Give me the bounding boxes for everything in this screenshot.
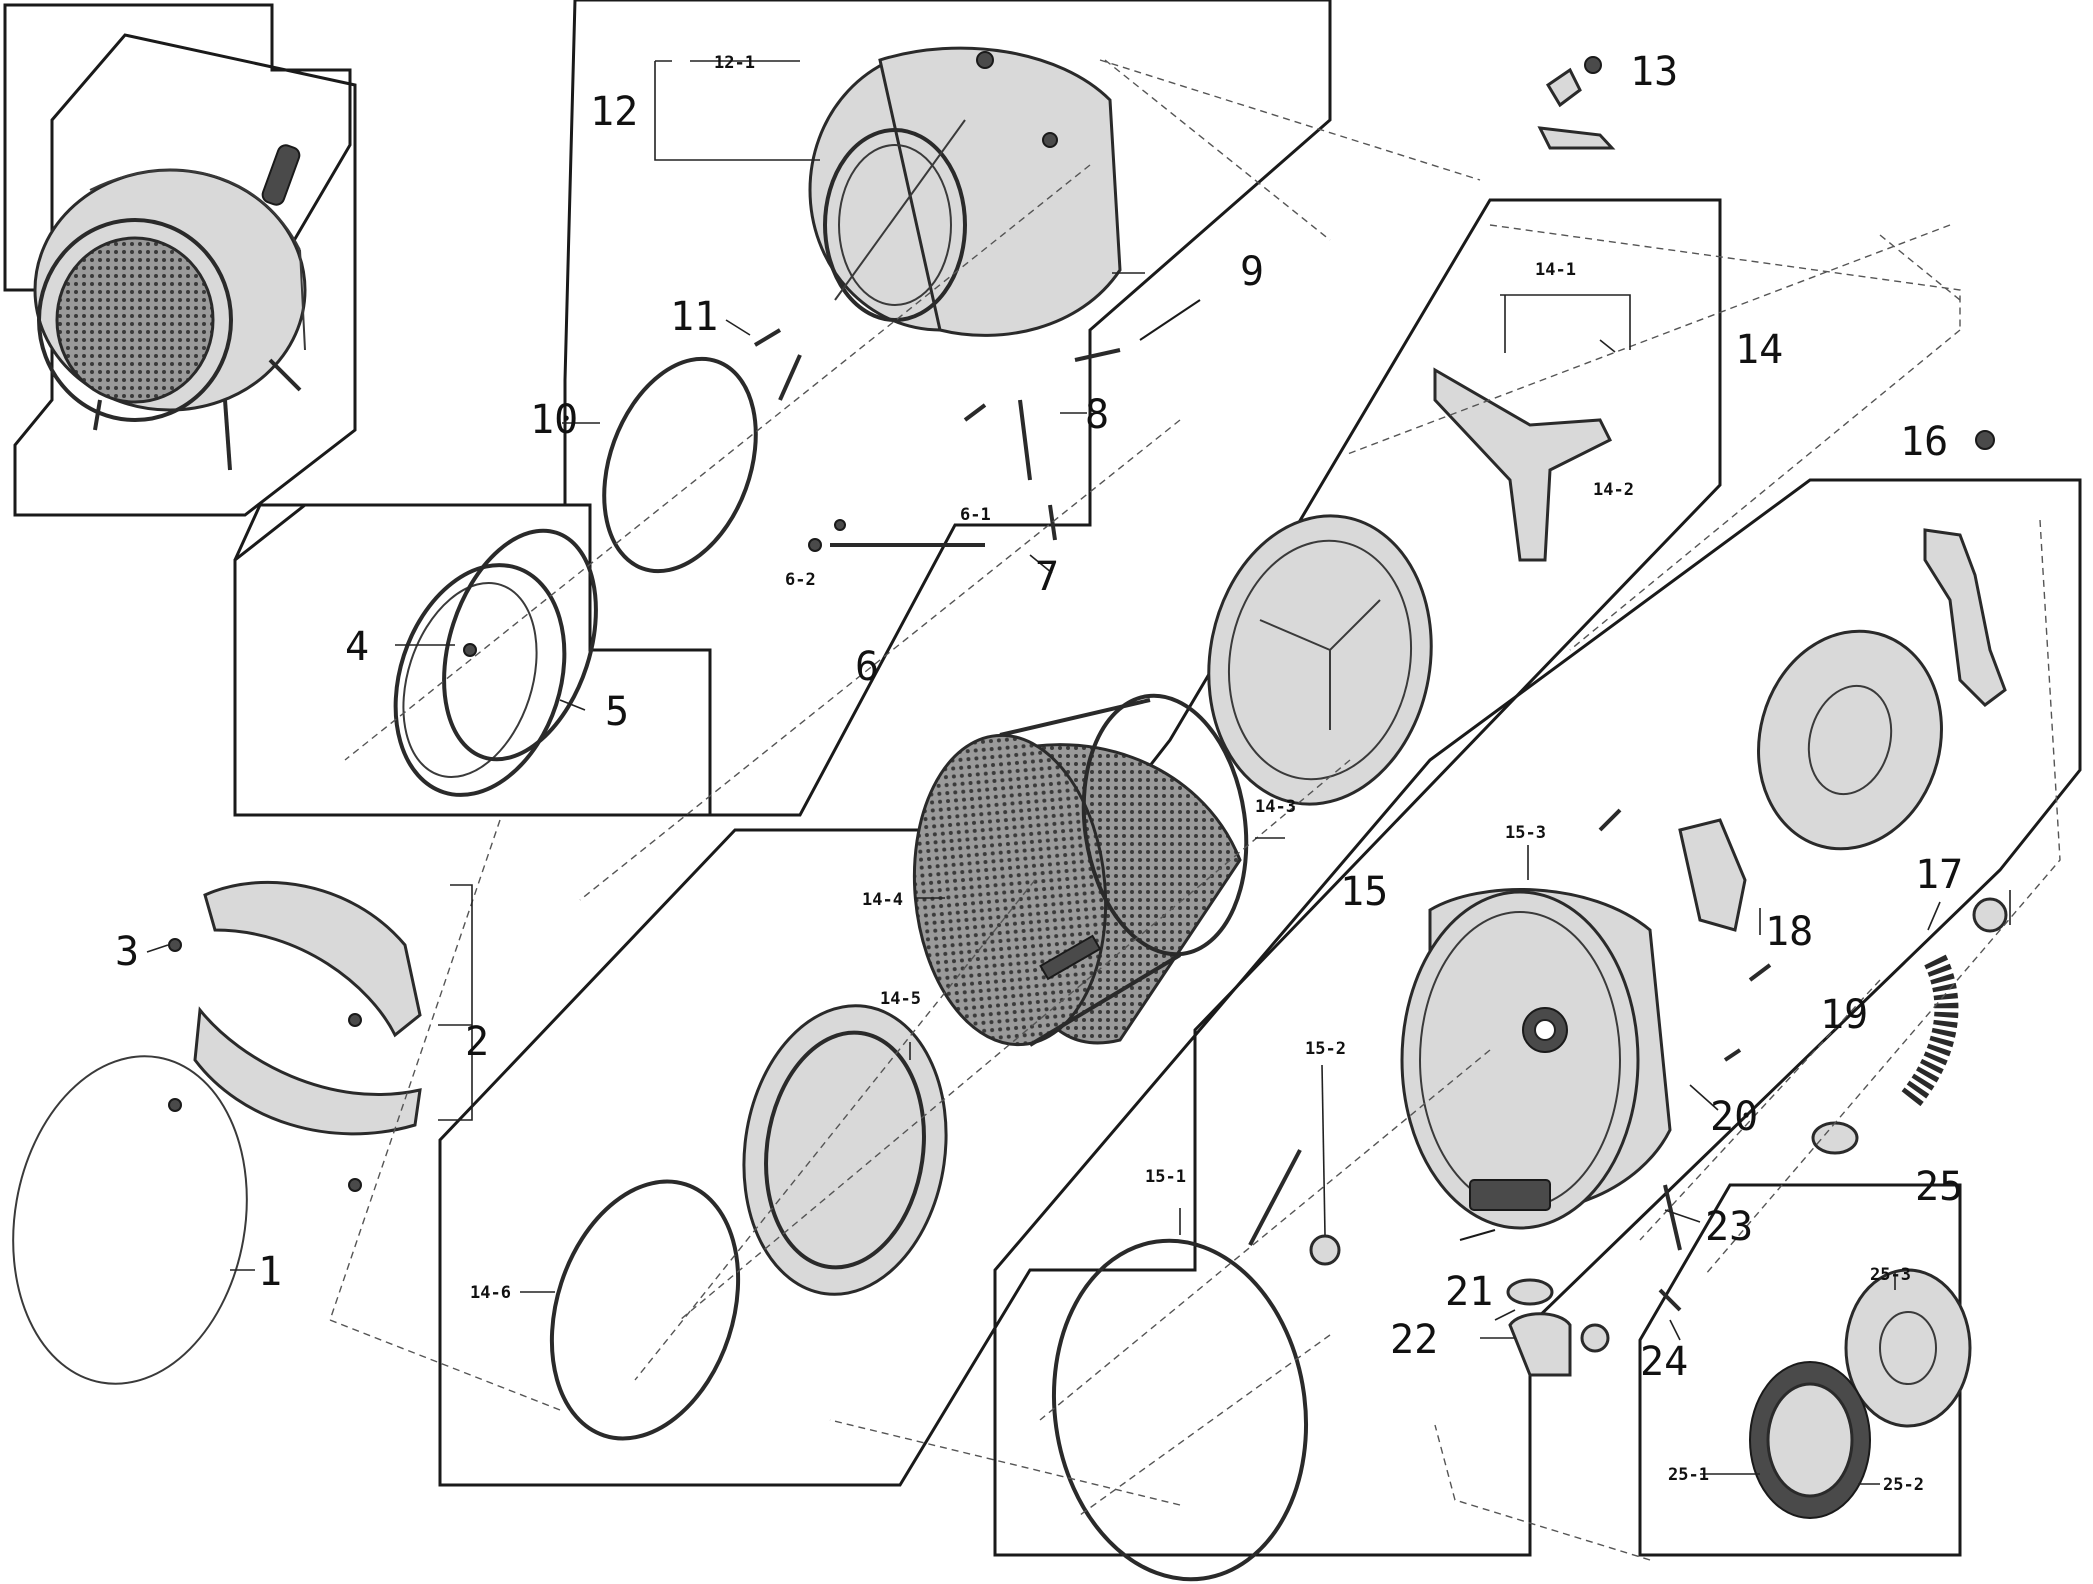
label-22: 22 xyxy=(1390,1317,1438,1363)
label-19: 19 xyxy=(1820,992,1868,1038)
balancer-5-illustration xyxy=(393,528,598,797)
label-15-2: 15-2 xyxy=(1305,1039,1346,1059)
label-5: 5 xyxy=(605,689,629,735)
label-17: 17 xyxy=(1915,852,1963,898)
label-14-2: 14-2 xyxy=(1593,480,1634,500)
label-23: 23 xyxy=(1705,1204,1753,1250)
label-14-5: 14-5 xyxy=(880,989,921,1009)
label-25: 25 xyxy=(1915,1164,1963,1210)
rear-tub-seal-15-1-illustration xyxy=(1051,1238,1309,1582)
drum-14-illustration xyxy=(912,693,1249,1047)
label-20: 20 xyxy=(1710,1094,1758,1140)
label-18: 18 xyxy=(1765,909,1813,955)
panel-gasket-group xyxy=(233,503,712,817)
gasket-ring-1-illustration xyxy=(12,1055,248,1385)
label-12-1: 12-1 xyxy=(714,53,755,73)
label-4: 4 xyxy=(345,624,369,670)
leader-lines xyxy=(146,60,2011,1485)
drum-rear-cover-illustration xyxy=(1207,514,1433,806)
label-14-4: 14-4 xyxy=(862,890,903,910)
label-2: 2 xyxy=(465,1019,489,1065)
label-13: 13 xyxy=(1630,49,1678,95)
label-12: 12 xyxy=(590,89,638,135)
panel-assembled-tub-inner xyxy=(13,33,357,517)
label-9: 9 xyxy=(1240,249,1264,295)
part-16-illustration xyxy=(1975,430,1995,450)
label-6-2: 6-2 xyxy=(785,570,816,590)
panel-motor-group xyxy=(1638,1183,1962,1557)
drum-front-rings-illustration xyxy=(549,1004,948,1441)
label-14: 14 xyxy=(1735,327,1783,373)
label-25-1: 25-1 xyxy=(1668,1465,1709,1485)
label-7: 7 xyxy=(1035,554,1059,600)
part-labels: 12-1 12 13 9 11 10 8 6-1 6-2 7 6 4 5 3 2… xyxy=(115,49,1963,1495)
label-15-1: 15-1 xyxy=(1145,1167,1186,1187)
drain-pump-illustration xyxy=(1459,1229,1610,1377)
assembled-tub-illustration xyxy=(33,144,307,471)
label-10: 10 xyxy=(530,397,578,443)
label-25-2: 25-2 xyxy=(1883,1475,1924,1495)
label-11: 11 xyxy=(670,294,718,340)
balance-weights-2-illustration xyxy=(193,880,422,1136)
label-3: 3 xyxy=(115,929,139,975)
label-1: 1 xyxy=(258,1249,282,1295)
label-14-3: 14-3 xyxy=(1255,797,1296,817)
gasket-10-illustration xyxy=(602,356,758,574)
label-15-3: 15-3 xyxy=(1505,823,1546,843)
label-16: 16 xyxy=(1900,419,1948,465)
shock-rod-6-illustration xyxy=(808,519,985,552)
hose-19-illustration xyxy=(1811,954,1959,1155)
spring-hardware-illustration xyxy=(753,299,1201,541)
label-25-3: 25-3 xyxy=(1870,1265,1911,1285)
fasteners-illustration xyxy=(168,643,1772,1312)
label-14-6: 14-6 xyxy=(470,1283,511,1303)
rear-tub-15-illustration xyxy=(1400,888,1672,1230)
label-8: 8 xyxy=(1085,392,1109,438)
part-13-illustration xyxy=(1537,56,1616,150)
label-14-1: 14-1 xyxy=(1535,260,1576,280)
label-6-1: 6-1 xyxy=(960,505,991,525)
motor-25-illustration xyxy=(1749,1268,1972,1519)
bearing-seal-15-2-illustration xyxy=(1248,1149,1341,1266)
front-tub-illustration xyxy=(808,46,1122,337)
panel-rear-tub xyxy=(993,478,2082,1557)
rear-bracket-illustration xyxy=(1678,528,2008,933)
label-6: 6 xyxy=(855,644,879,690)
label-15: 15 xyxy=(1340,869,1388,915)
label-24: 24 xyxy=(1640,1339,1688,1385)
label-21: 21 xyxy=(1445,1269,1493,1315)
spider-flange-illustration xyxy=(1433,367,1613,562)
